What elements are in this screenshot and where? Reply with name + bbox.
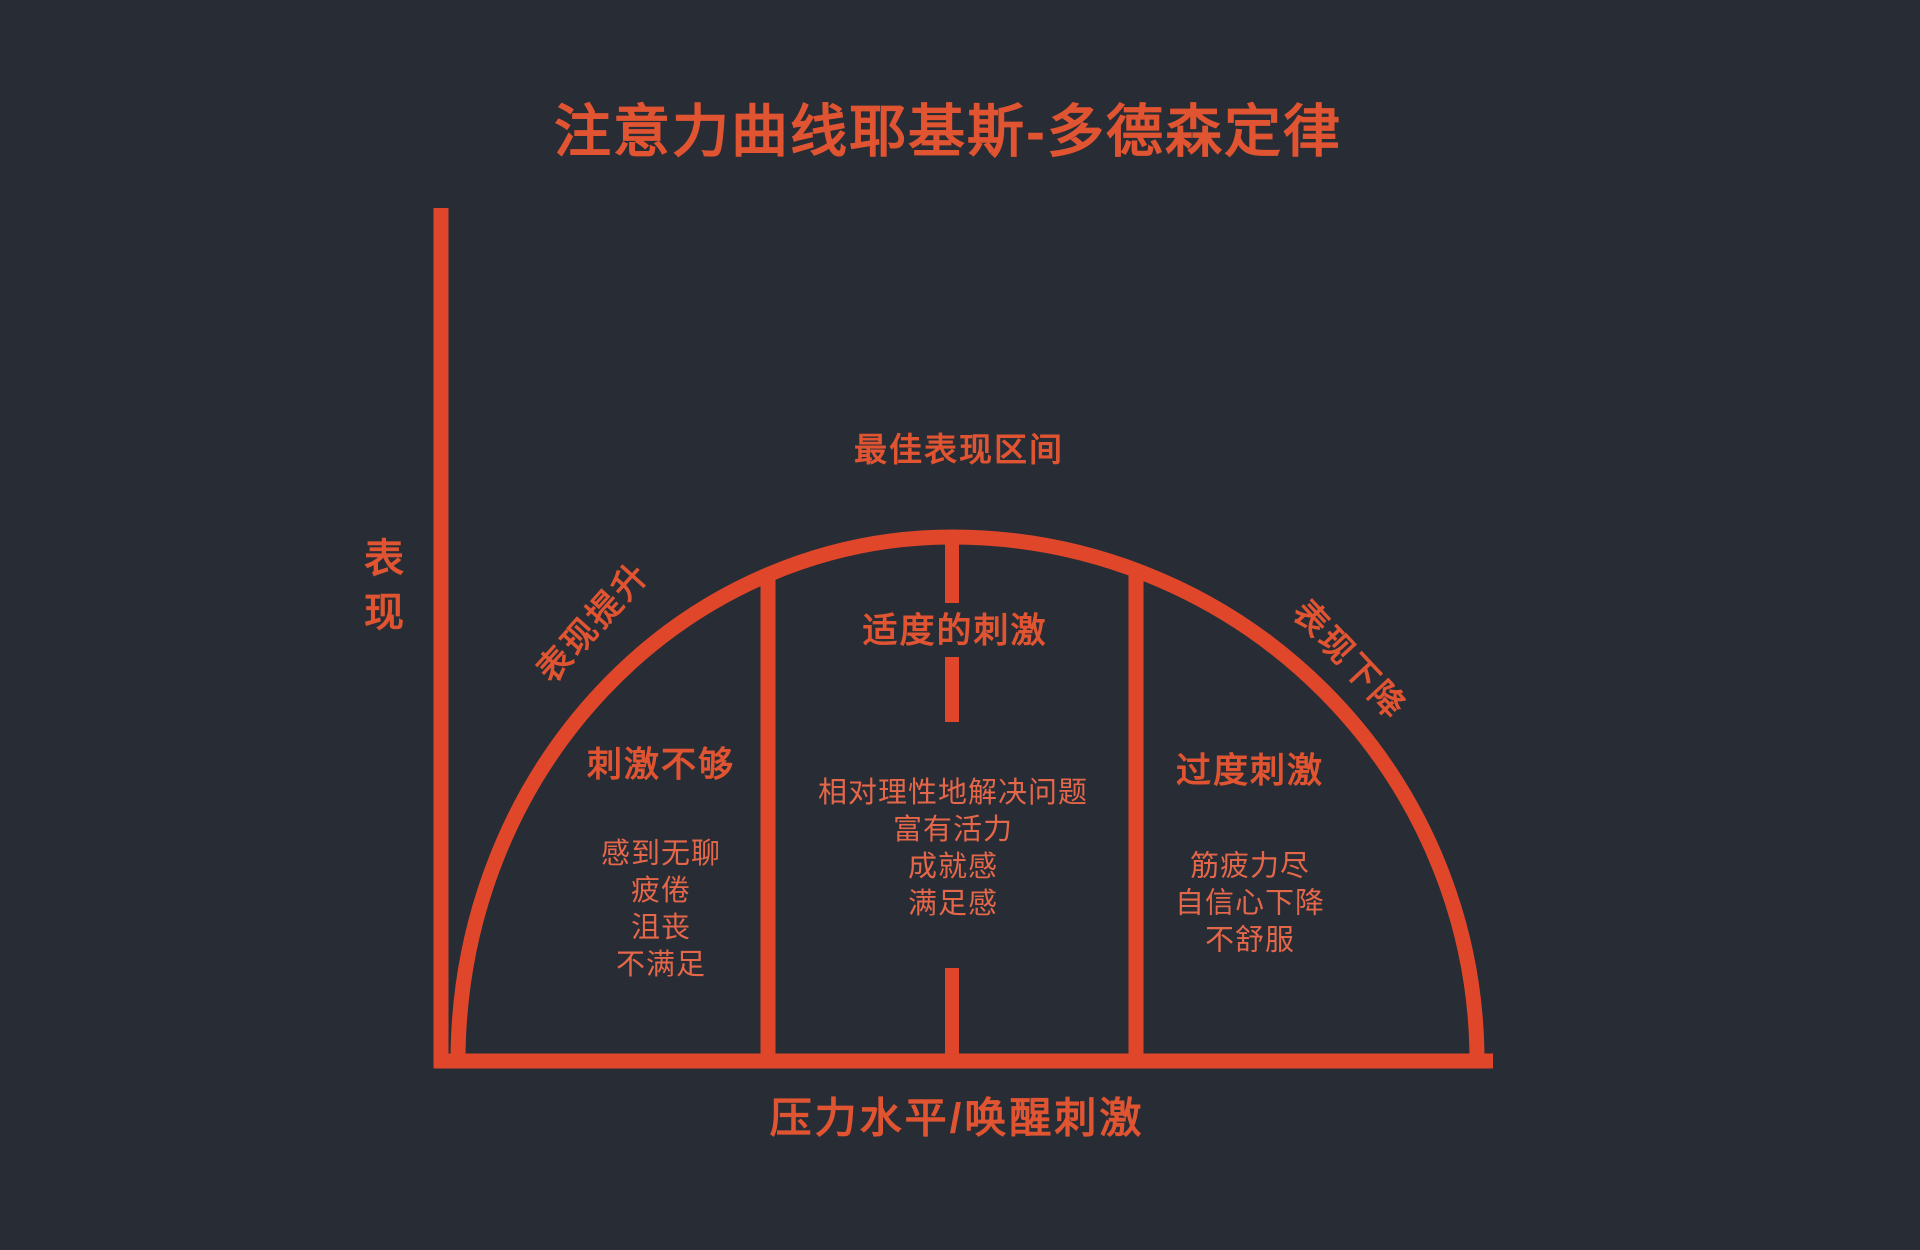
performance-curve [450, 529, 1485, 1062]
overstimulation-list: 筋疲力尽 自信心下降 不舒服 [1175, 849, 1325, 960]
list-item: 感到无聊 [600, 838, 722, 870]
list-item: 不满足 [615, 949, 707, 981]
page-title: 注意力曲线耶基斯-多德森定律 [554, 100, 1342, 164]
list-item: 富有活力 [892, 814, 1014, 846]
optimal-zone-label: 最佳表现区间 [854, 431, 1064, 468]
list-item: 成就感 [907, 851, 999, 883]
optimal-heading: 适度的刺激 [862, 611, 1048, 651]
list-item: 疲倦 [630, 875, 692, 907]
x-axis-label: 压力水平/唤醒刺激 [769, 1094, 1145, 1142]
list-item: 不舒服 [1204, 924, 1296, 957]
list-item: 相对理性地解决问题 [817, 777, 1089, 809]
list-item: 满足感 [907, 888, 999, 920]
optimal-list: 相对理性地解决问题 富有活力 成就感 满足感 [818, 775, 1088, 923]
list-item: 自信心下降 [1174, 887, 1326, 920]
overstimulation-heading: 过度刺激 [1175, 751, 1325, 791]
list-item: 筋疲力尽 [1189, 850, 1311, 883]
understimulation-heading: 刺激不够 [586, 745, 736, 785]
y-axis-label: 表现 [364, 537, 404, 635]
understimulation-list: 感到无聊 疲倦 沮丧 不满足 [601, 836, 721, 984]
list-item: 沮丧 [630, 912, 692, 944]
